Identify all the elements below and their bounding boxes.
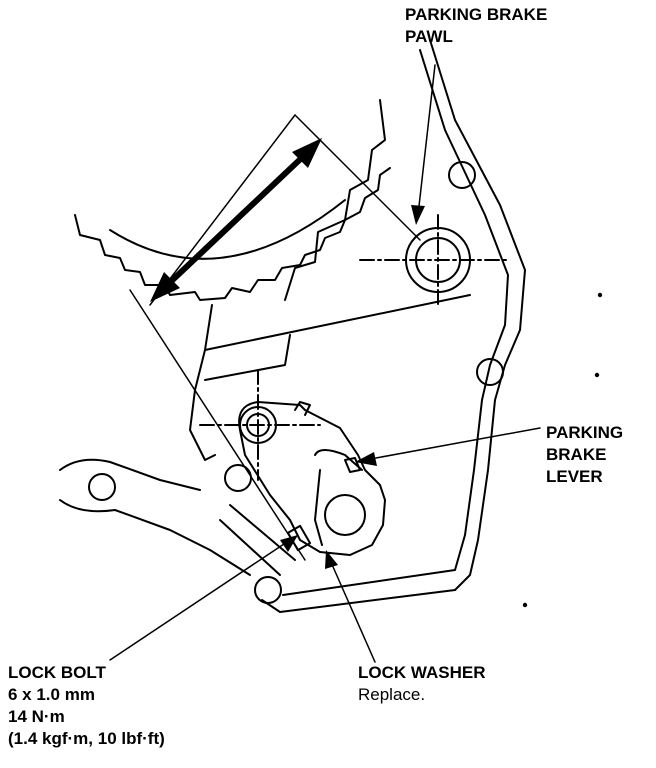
- pawl-label-line2: PAWL: [405, 27, 453, 46]
- washer-label-line1: LOCK WASHER: [358, 663, 486, 682]
- housing-rib: [219, 504, 296, 576]
- label-parking-brake-pawl: PARKING BRAKE PAWL: [405, 4, 547, 48]
- lock-washer-tab: [344, 457, 361, 473]
- bolt-leader-line: [109, 539, 291, 661]
- housing-hole-left: [88, 473, 116, 501]
- housing-hole-bottom: [254, 576, 282, 604]
- measurement-line-a: [149, 114, 296, 306]
- bolt-label-line3: 14 N·m: [8, 707, 65, 726]
- lever-shaft-hole: [324, 494, 366, 536]
- speck-1: [597, 292, 603, 298]
- lever-label-line2: BRAKE: [546, 445, 607, 464]
- lever-label-line1: PARKING: [546, 423, 624, 442]
- lever-leader-arrow: [355, 452, 377, 466]
- measurement-line-c: [294, 114, 421, 241]
- washer-leader-arrow: [325, 550, 338, 569]
- speck-3: [522, 602, 528, 608]
- speck-2: [594, 372, 600, 378]
- washer-label-line2: Replace.: [358, 685, 426, 704]
- label-lock-bolt: LOCK BOLT 6 x 1.0 mm 14 N·m (1.4 kgf·m, …: [8, 662, 165, 750]
- housing-inner-outline: [282, 49, 509, 596]
- lever-tab: [294, 401, 311, 416]
- pawl-label-line1: PARKING BRAKE: [405, 5, 548, 24]
- clearance-arrow-shaft: [159, 147, 313, 293]
- housing-hole-right: [476, 358, 504, 386]
- pawl-leader-line: [417, 64, 436, 216]
- gear-root-arc: [109, 199, 346, 260]
- bolt-label-line4: (1.4 kgf·m, 10 lbf·ft): [8, 729, 165, 748]
- bolt-leader-arrow: [280, 535, 298, 552]
- pawl-leader-arrow: [411, 205, 425, 225]
- gear-teeth-arc: [74, 167, 391, 301]
- housing-hole-mid: [224, 464, 252, 492]
- label-lock-washer: LOCK WASHER Replace.: [358, 662, 486, 706]
- measurement-line-b: [129, 289, 306, 561]
- bolt-label-line2: 6 x 1.0 mm: [8, 685, 95, 704]
- bolt-label-line1: LOCK BOLT: [8, 663, 106, 682]
- lower-housing-arm: [59, 458, 251, 576]
- pawl-body: [189, 294, 471, 461]
- clearance-arrow-head-bottom: [150, 272, 180, 302]
- housing-outline: [261, 39, 526, 613]
- lever-label-line3: LEVER: [546, 467, 603, 486]
- clearance-arrow-head-top: [292, 138, 322, 168]
- housing-hole-top: [448, 161, 476, 189]
- lever-leader-line: [364, 427, 541, 461]
- washer-leader-line: [329, 559, 376, 663]
- lever-cam-edge: [314, 449, 363, 546]
- label-parking-brake-lever: PARKING BRAKE LEVER: [546, 422, 623, 488]
